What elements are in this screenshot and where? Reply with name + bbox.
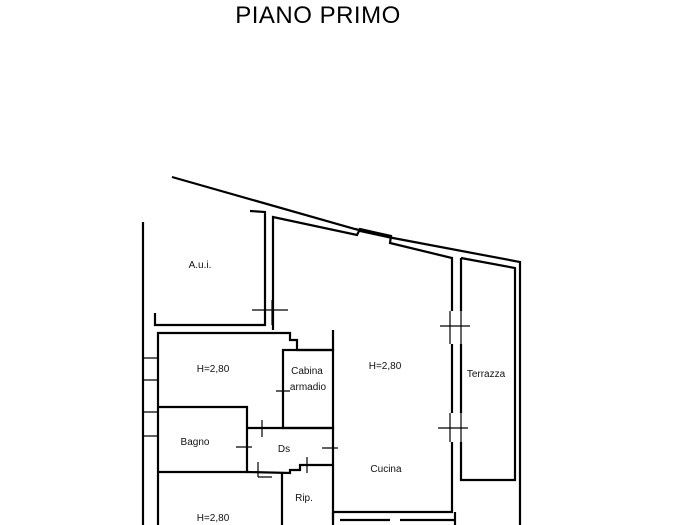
room-labels: A.u.i. H=2,80 Cabina armadio H=2,80 Terr… <box>181 260 506 524</box>
bedroom1-bagno-wall <box>158 405 249 474</box>
walls <box>141 175 522 525</box>
door-marks <box>236 390 338 478</box>
outer-boundary-line <box>171 175 522 525</box>
east-window-1 <box>440 311 470 344</box>
label-bedroom1-height: H=2,80 <box>197 364 230 375</box>
label-terrazza: Terrazza <box>467 369 506 380</box>
label-bagno: Bagno <box>181 437 210 448</box>
terrazza-wall <box>459 256 517 482</box>
living-room-outer-wall <box>271 215 454 330</box>
label-rip: Rip. <box>295 493 313 504</box>
label-cucina: Cucina <box>370 464 402 475</box>
window-north <box>357 230 391 239</box>
plan-title: PIANO PRIMO <box>235 2 401 29</box>
east-window-2 <box>438 413 468 442</box>
west-windows <box>143 357 159 437</box>
aui-door <box>252 300 288 325</box>
ds-walls <box>246 426 335 475</box>
label-ds: Ds <box>278 444 290 455</box>
label-cabina: Cabina <box>291 366 323 377</box>
living-room-east-wall <box>333 344 454 514</box>
label-armadio: armadio <box>290 382 327 393</box>
south-walls <box>331 512 457 525</box>
label-aui: A.u.i. <box>189 260 212 271</box>
label-living-height: H=2,80 <box>369 361 402 372</box>
label-bedroom2-height: H=2,80 <box>197 513 230 524</box>
